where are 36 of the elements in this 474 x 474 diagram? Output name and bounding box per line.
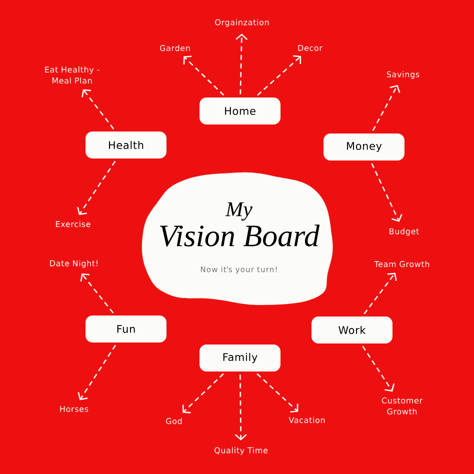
dashed-arrow xyxy=(236,34,248,94)
item-label: Savings xyxy=(386,71,420,79)
category-box: Work xyxy=(312,316,392,344)
dashed-arrow xyxy=(371,163,402,222)
item-label: Customer Growth xyxy=(382,397,423,415)
item-label: Orgainzation xyxy=(215,19,269,27)
item-label: Eat Healthy - Meal Plan xyxy=(45,66,100,84)
dashed-arrow xyxy=(364,272,397,314)
dashed-arrow xyxy=(77,160,116,216)
item-label: Team Growth xyxy=(374,260,430,268)
dashed-arrow xyxy=(257,55,302,96)
category-box: Health xyxy=(86,132,166,158)
small-heading: My xyxy=(225,202,252,221)
item-label: God xyxy=(166,418,182,424)
dashed-arrow xyxy=(372,84,400,131)
dashed-arrow xyxy=(362,346,395,392)
item-label: Horses xyxy=(60,406,88,412)
dashed-arrow xyxy=(183,56,224,96)
item-label: Vacation xyxy=(288,416,325,424)
item-label: Garden xyxy=(160,44,190,52)
dashed-arrow xyxy=(82,89,114,130)
dashed-arrow xyxy=(256,373,298,412)
script-heading: Vision Board xyxy=(160,224,320,247)
category-box: Money xyxy=(324,134,404,160)
item-label: Date Night! xyxy=(50,260,98,268)
category-box: Family xyxy=(200,344,280,372)
item-label: Exercise xyxy=(56,220,90,228)
dashed-arrow xyxy=(80,273,114,314)
category-box: Fun xyxy=(86,316,166,342)
category-box: Home xyxy=(200,98,280,124)
item-label: Quality Time xyxy=(214,447,268,455)
dashed-arrow xyxy=(78,344,116,400)
dashed-arrow xyxy=(182,373,224,414)
item-label: Decor xyxy=(298,45,322,51)
dashed-arrow xyxy=(234,374,247,440)
item-label: Budget xyxy=(390,228,419,236)
